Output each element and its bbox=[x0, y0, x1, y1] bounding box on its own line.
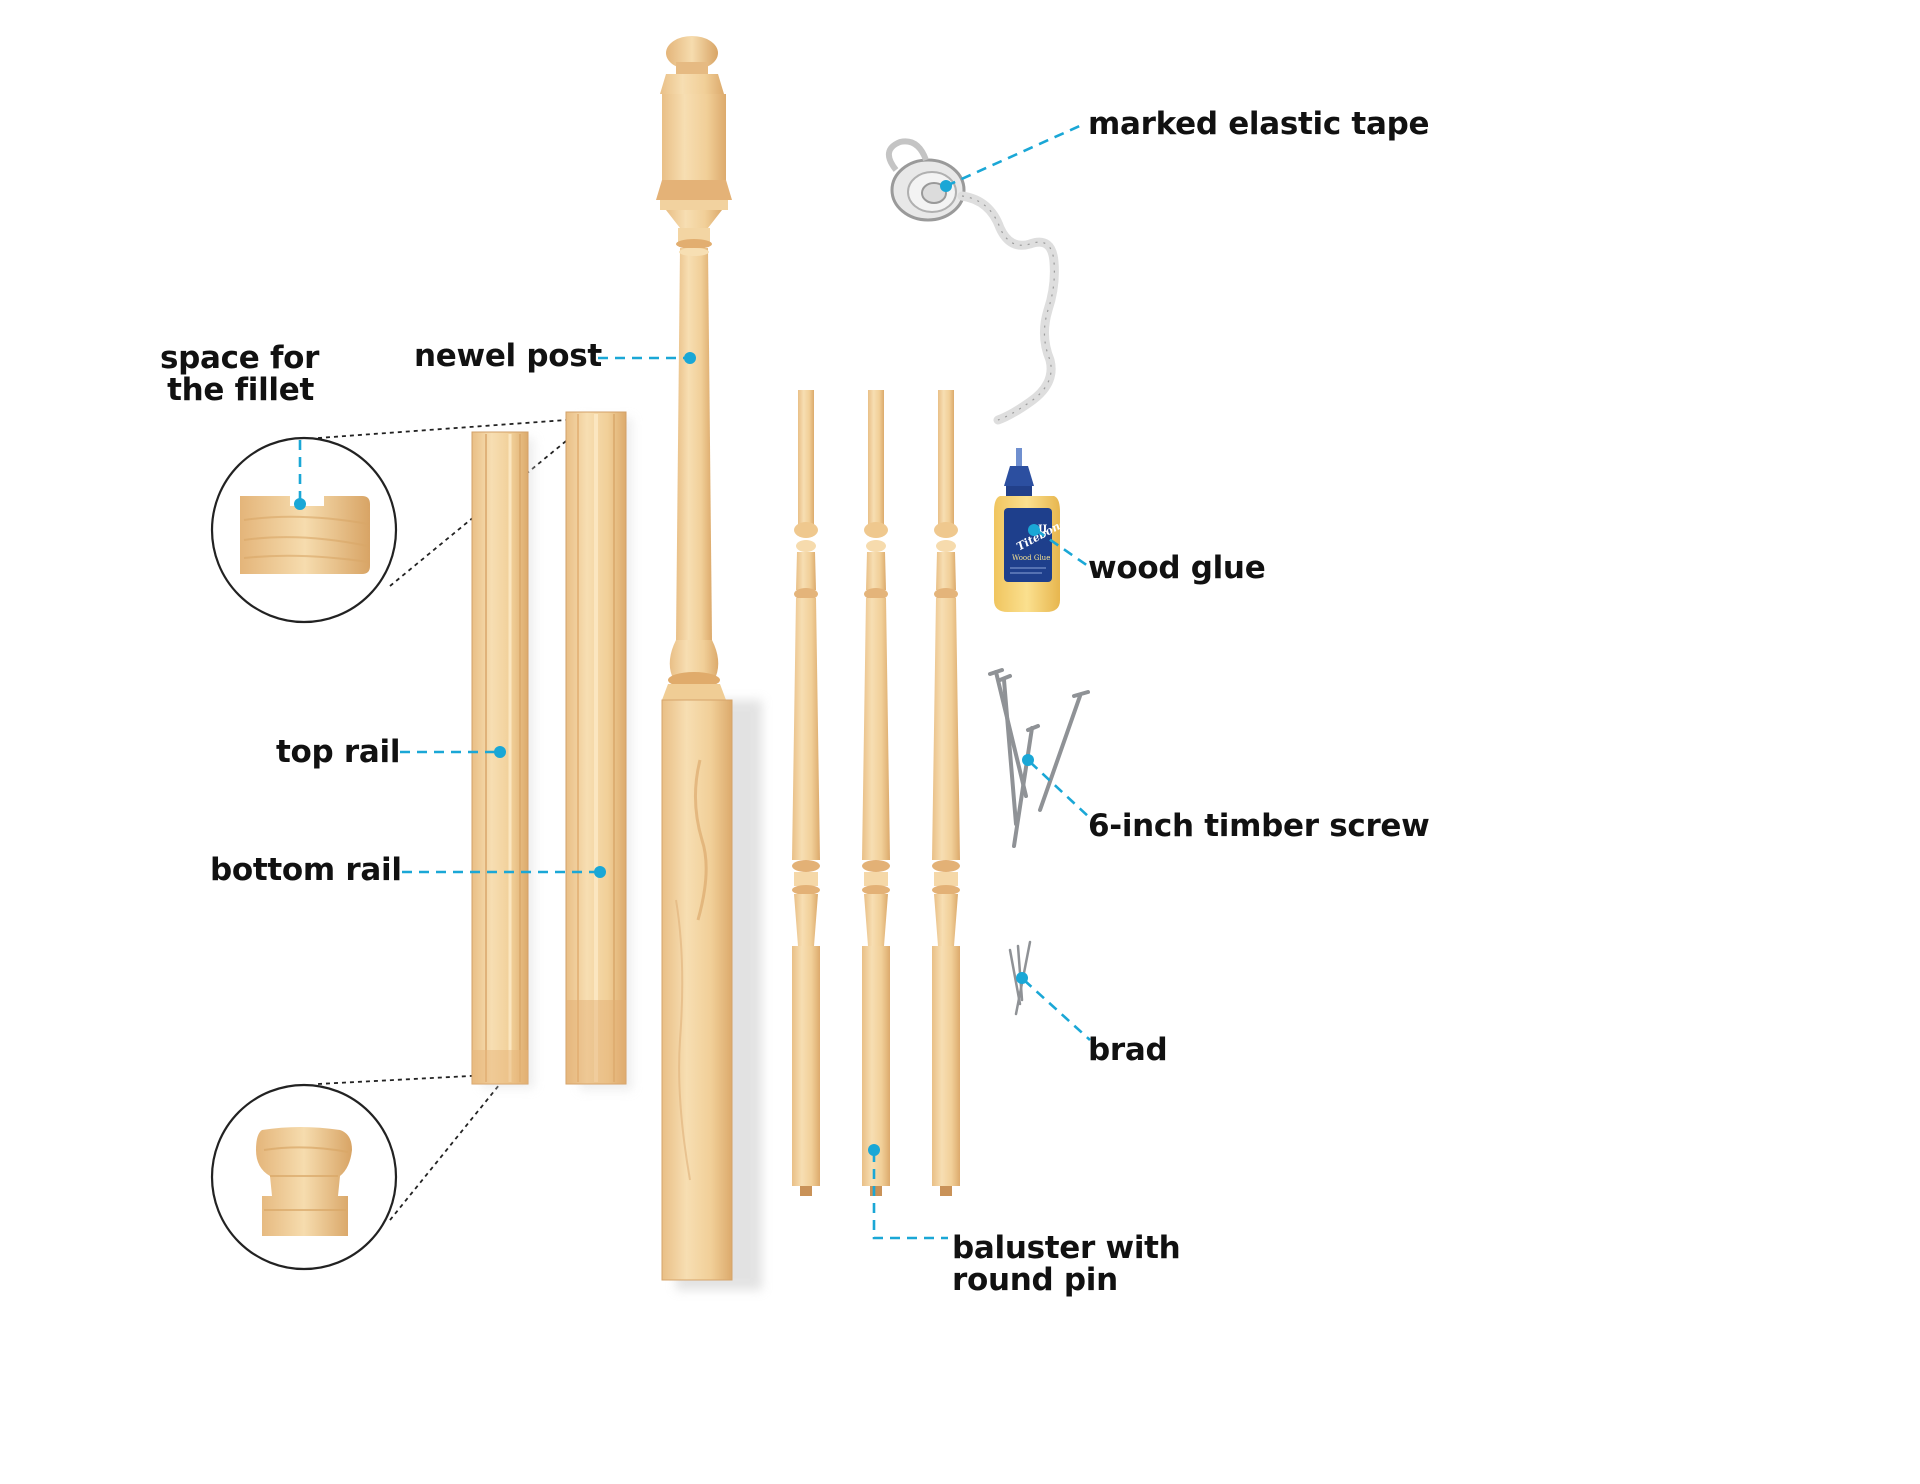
label-baluster-line2: round pin bbox=[952, 1262, 1118, 1298]
top-rail bbox=[471, 431, 534, 1088]
label-space-for-fillet-line2: the fillet bbox=[167, 372, 314, 408]
tape-icon bbox=[886, 138, 1059, 425]
bottom-rail-detail-circle bbox=[210, 1083, 398, 1271]
bottom-rail bbox=[565, 411, 632, 1090]
label-wood-glue: wood glue bbox=[1088, 550, 1266, 586]
label-baluster: baluster with round pin bbox=[952, 1230, 1181, 1298]
balusters bbox=[792, 390, 960, 1196]
label-space-for-fillet: space for the fillet bbox=[160, 340, 320, 408]
label-marked-elastic-tape: marked elastic tape bbox=[1088, 106, 1430, 142]
label-baluster-line1: baluster with bbox=[952, 1230, 1181, 1266]
magnifier-connector-lines bbox=[317, 417, 595, 1221]
fillet-detail-circle bbox=[210, 436, 398, 624]
screw-icon bbox=[988, 668, 1090, 848]
label-bottom-rail: bottom rail bbox=[210, 852, 402, 888]
glue-mark: II bbox=[1038, 524, 1048, 535]
top-rail-profile-icon bbox=[240, 496, 370, 574]
leader-lines bbox=[298, 122, 1091, 1240]
label-newel-post: newel post bbox=[414, 338, 602, 374]
glue-product: Wood Glue bbox=[1012, 554, 1050, 562]
label-top-rail: top rail bbox=[276, 734, 401, 770]
baluster-icon bbox=[862, 390, 890, 1196]
newel-post bbox=[656, 36, 762, 1290]
handrail-profile-icon bbox=[256, 1127, 352, 1236]
baluster-icon bbox=[792, 390, 820, 1196]
leader-dots bbox=[294, 180, 1040, 1156]
baluster-icon bbox=[932, 390, 960, 1196]
label-timber-screw: 6-inch timber screw bbox=[1088, 808, 1430, 844]
label-space-for-fillet-line1: space for bbox=[160, 340, 320, 376]
label-brad: brad bbox=[1088, 1032, 1168, 1068]
